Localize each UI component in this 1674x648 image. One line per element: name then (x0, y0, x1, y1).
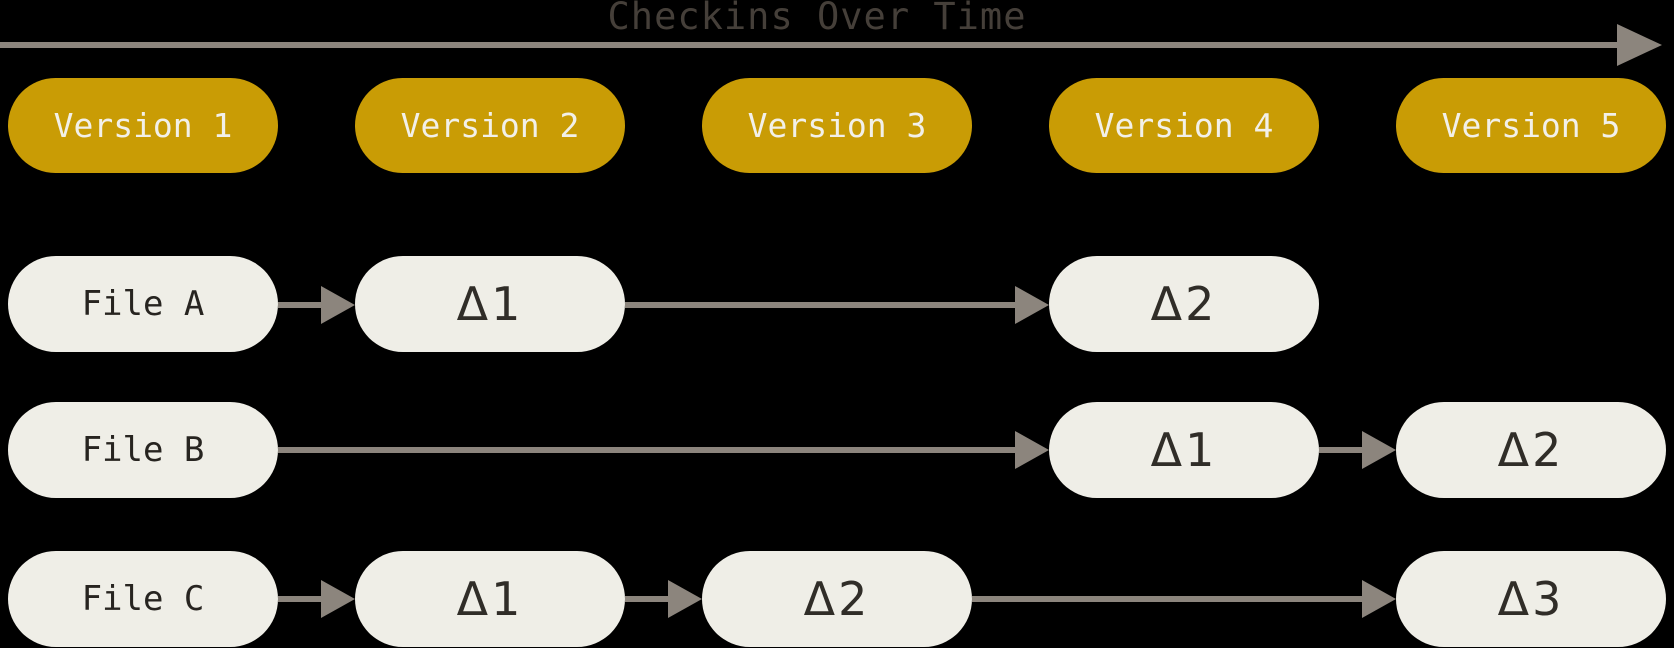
timeline-arrow-head-icon (1617, 24, 1662, 66)
diagram-title: Checkins Over Time (607, 0, 1027, 38)
arrow-shaft-filea-v2-to-v4 (625, 302, 1015, 308)
version-pill-2: Version 2 (355, 78, 625, 173)
version-pill-4: Version 4 (1049, 78, 1319, 173)
arrow-head-icon-filec-to-v2 (321, 580, 355, 618)
file-c-delta2-pill: Δ2 (702, 551, 972, 647)
file-b-delta1-pill: Δ1 (1049, 402, 1319, 498)
file-c-pill: File C (8, 551, 278, 647)
file-a-delta1-pill: Δ1 (355, 256, 625, 352)
arrow-head-icon-filea-v2-to-v4 (1015, 286, 1049, 324)
arrow-shaft-filec-v2-to-v3 (625, 596, 668, 602)
version-pill-1: Version 1 (8, 78, 278, 173)
file-b-delta2-pill: Δ2 (1396, 402, 1666, 498)
arrow-head-icon-filec-v3-to-v5 (1362, 580, 1396, 618)
arrow-shaft-filea-to-v2 (278, 302, 321, 308)
arrow-shaft-fileb-v4-to-v5 (1319, 447, 1362, 453)
arrow-head-icon-filec-v2-to-v3 (668, 580, 702, 618)
version-pill-3: Version 3 (702, 78, 972, 173)
file-a-pill: File A (8, 256, 278, 352)
file-c-delta1-pill: Δ1 (355, 551, 625, 647)
file-b-pill: File B (8, 402, 278, 498)
arrow-head-icon-filea-to-v2 (321, 286, 355, 324)
version-pill-5: Version 5 (1396, 78, 1666, 173)
file-a-delta2-pill: Δ2 (1049, 256, 1319, 352)
arrow-shaft-filec-to-v2 (278, 596, 321, 602)
arrow-shaft-filec-v3-to-v5 (972, 596, 1362, 602)
arrow-head-icon-fileb-v4-to-v5 (1362, 431, 1396, 469)
timeline-arrow-shaft (0, 42, 1617, 48)
arrow-shaft-fileb-to-v4 (278, 447, 1015, 453)
arrow-head-icon-fileb-to-v4 (1015, 431, 1049, 469)
file-c-delta3-pill: Δ3 (1396, 551, 1666, 647)
